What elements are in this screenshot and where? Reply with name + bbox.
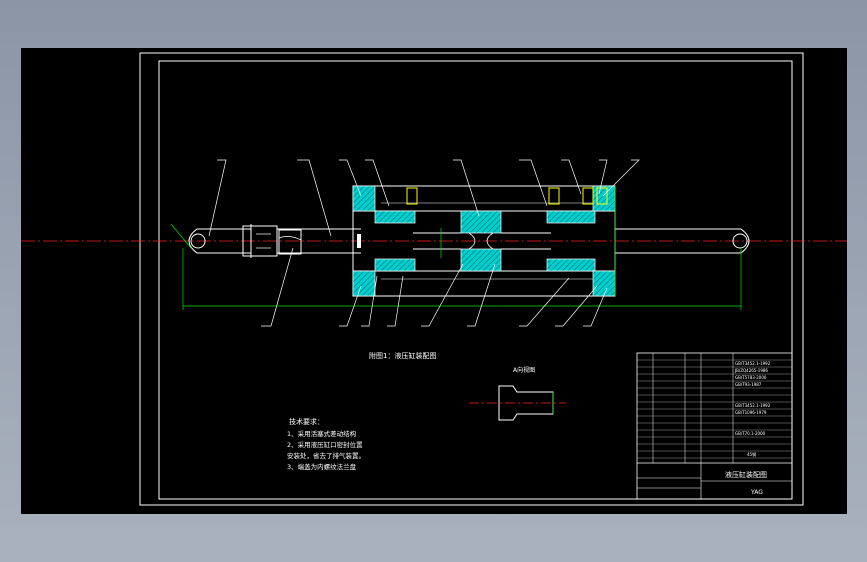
tech-item: 2、采用液压缸口密封位置 [287, 440, 363, 449]
left-end-cap [352, 185, 416, 297]
bom-code: GB/T70.1-2000 [735, 431, 766, 436]
bolts [406, 187, 608, 205]
cad-drawing-viewport[interactable]: 附图1：液压缸装配图 A向视图 技术要求： 1、采用活塞式差动结构 2、采用液压… [21, 48, 847, 514]
tech-item: 安装处，省去了排气装置。 [287, 451, 365, 460]
tech-item: 3、端盖为内螺纹法兰盘 [287, 462, 357, 471]
drawing-name: 液压缸装配图 [725, 470, 767, 479]
tech-requirements: 技术要求： 1、采用活塞式差动结构 2、采用液压缸口密封位置 安装处，省去了排气… [287, 417, 365, 471]
leader-lines [208, 159, 640, 327]
school-code: YAG [750, 489, 763, 496]
detail-caption: A向视图 [513, 366, 535, 374]
dimension-lines [170, 186, 742, 310]
piston-rod [277, 228, 551, 254]
material-label: 45钢 [747, 451, 756, 457]
bom-code: GB/T3452.1-1992 [735, 361, 771, 366]
main-caption: 附图1：液压缸装配图 [369, 351, 436, 360]
detail-view-a: A向视图 [469, 366, 566, 421]
cad-drawing: 附图1：液压缸装配图 A向视图 技术要求： 1、采用活塞式差动结构 2、采用液压… [21, 52, 847, 506]
tech-item: 1、采用活塞式差动结构 [287, 429, 357, 438]
sheet-border-inner [158, 60, 793, 500]
bom-code: GB/T1096-1979 [735, 410, 767, 415]
right-rod-eye [615, 228, 750, 254]
left-rod-eye [188, 224, 302, 258]
title-block: GB/T3452.1-1992 JB/ZQ4265-1986 GB/T5783-… [636, 352, 793, 500]
tech-heading: 技术要求： [289, 417, 324, 426]
bom-code: JB/ZQ4265-1986 [734, 368, 768, 373]
bom-code: GB/T5783-2000 [735, 375, 767, 380]
bom-code: GB/T93-1987 [735, 382, 762, 387]
bom-code: GB/T3452.1-1992 [735, 403, 771, 408]
piston [460, 210, 502, 272]
sheet-border-outer [139, 52, 804, 506]
